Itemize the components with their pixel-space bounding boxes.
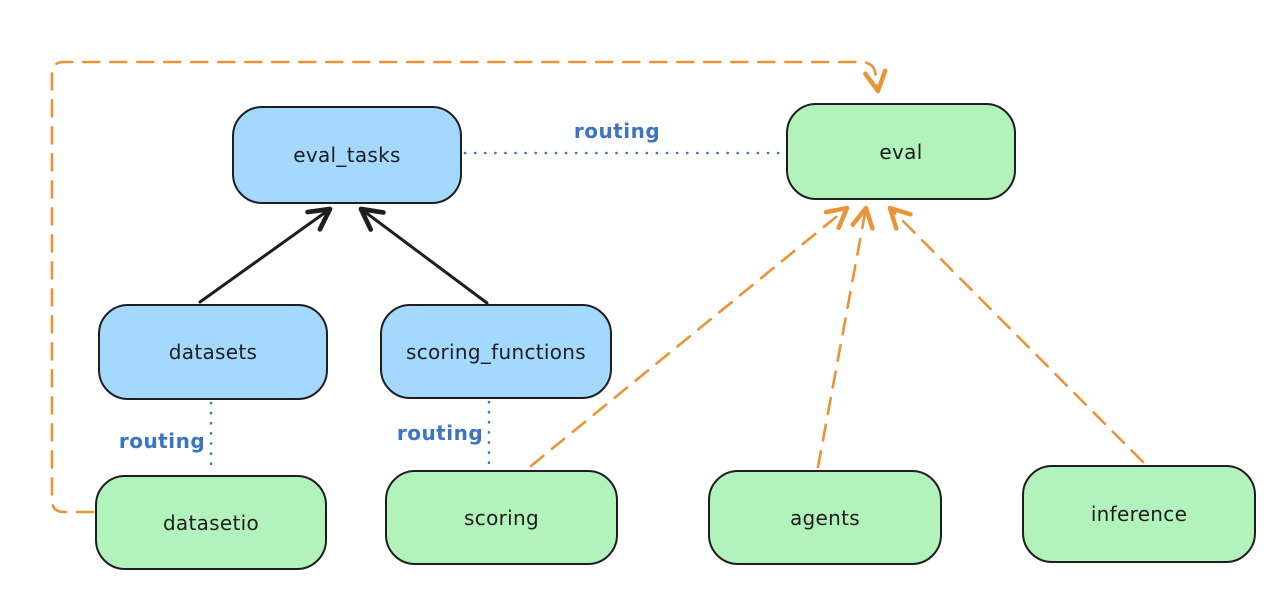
node-label: scoring_functions [405, 339, 587, 364]
node-label: datasetio [162, 510, 260, 535]
edge-scoring-functions-to-eval-tasks [358, 206, 489, 305]
node-label: datasets [168, 340, 258, 364]
edge-label-routing-scoring-functions-scoring: routing [396, 421, 484, 445]
node-scoring: scoring [385, 470, 618, 565]
node-eval: eval [786, 103, 1016, 200]
node-label: agents [790, 505, 860, 530]
node-label: eval_tasks [293, 143, 401, 167]
node-eval-tasks: eval_tasks [232, 106, 462, 204]
node-agents: agents [708, 470, 942, 565]
node-datasetio: datasetio [95, 475, 327, 570]
node-label: inference [1090, 502, 1188, 526]
node-inference: inference [1022, 465, 1256, 563]
node-label: scoring [464, 505, 539, 530]
edge-label-routing-datasets-datasetio: routing [118, 429, 206, 453]
edge-inference-to-eval [887, 205, 1145, 464]
edge-datasetio-to-eval [50, 60, 888, 514]
edge-datasets-to-eval-tasks [198, 206, 333, 304]
node-label: eval [879, 139, 923, 164]
edge-scoring-to-eval [529, 205, 850, 468]
edge-label-routing-eval-tasks-eval: routing [573, 119, 661, 143]
node-scoring-functions: scoring_functions [380, 304, 612, 399]
node-datasets: datasets [98, 304, 328, 400]
edge-agents-to-eval [816, 205, 875, 469]
